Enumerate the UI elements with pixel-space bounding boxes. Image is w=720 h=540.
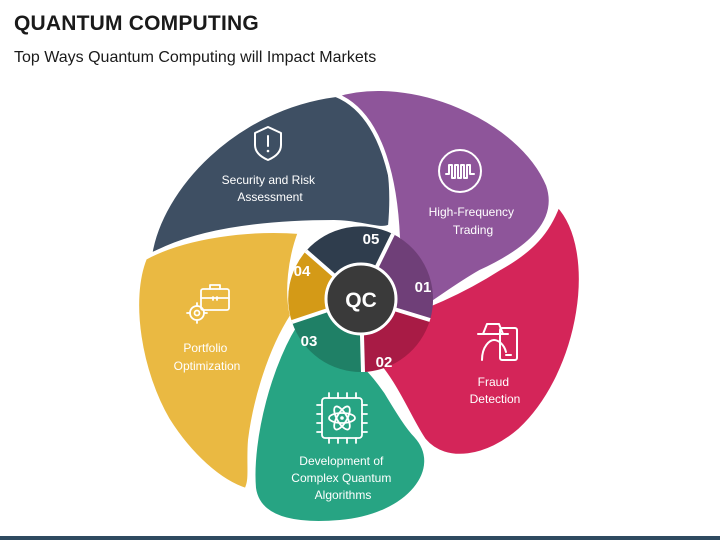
segment-01-number: 01 [415,279,432,296]
segment-04-number: 04 [294,263,311,280]
segment-02-label-line: Fraud [478,375,509,389]
segment-portfolio-optimization[interactable]: Portfolio Optimization [135,229,303,493]
briefcase-gear-icon [186,284,230,324]
segment-01-petal [330,87,553,323]
segment-04-petal [135,229,303,493]
segment-03-label-line: Algorithms [315,488,372,502]
segment-security-risk[interactable]: Security and Risk Assessment [147,92,394,260]
segment-05-number: 05 [363,231,380,248]
segment-03-petal [251,315,429,525]
segment-05-label-line: Security and Risk [222,173,316,187]
segment-05-label-line: Assessment [237,190,303,204]
segment-02-number: 02 [376,354,393,371]
center-label: QC [345,289,377,312]
segment-quantum-algorithms[interactable]: Development of Complex Quantum Algorithm… [251,315,429,525]
footer-bar [0,536,720,540]
page-title: QUANTUM COMPUTING [14,12,259,35]
segment-04-label-line: Optimization [174,359,241,373]
atom-chip-icon [316,392,368,444]
segment-fraud-detection[interactable]: Fraud Detection [353,201,583,458]
segment-03-number: 03 [301,333,318,350]
center-circle [324,262,398,336]
segment-05-label: Security and Risk Assessment [222,173,319,204]
segment-01-label-line: Trading [453,223,493,237]
spy-phone-icon [477,323,518,361]
segment-04-label: Portfolio Optimization [174,341,241,373]
segment-03-label-line: Development of [299,454,384,468]
segment-03-label: Development of Complex Quantum Algorithm… [291,454,394,502]
segment-04-label-line: Portfolio [183,341,227,355]
segment-01-label-line: High-Frequency [429,205,514,219]
segment-02-label: Fraud Detection [470,375,521,406]
segment-02-label-line: Detection [470,392,521,406]
page-subtitle: Top Ways Quantum Computing will Impact M… [14,49,377,66]
segment-02-petal [353,201,583,458]
segment-03-label-line: Complex Quantum [291,471,391,485]
waveform-icon [438,149,482,193]
shield-alert-icon [254,126,282,161]
inner-ring-sector-05 [306,226,393,299]
segment-high-frequency-trading[interactable]: High-Frequency Trading [330,87,553,323]
segment-01-label: High-Frequency Trading [429,205,518,237]
